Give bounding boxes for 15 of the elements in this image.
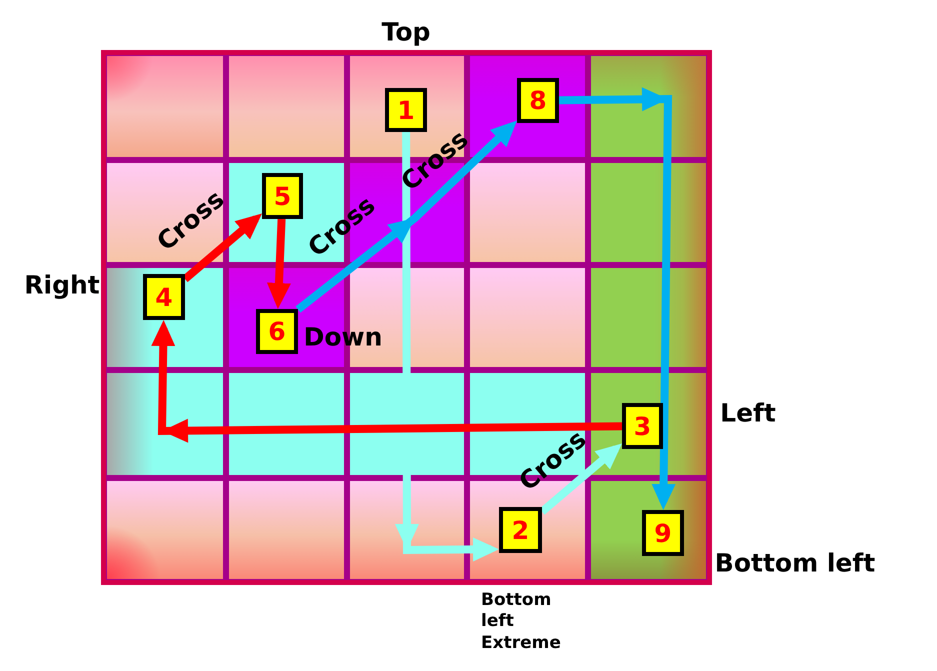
number-label: 4: [155, 284, 173, 310]
number-label: 2: [512, 518, 530, 542]
number-label: 1: [397, 98, 415, 122]
direction-label: Right: [24, 272, 100, 300]
number-label: 5: [274, 184, 292, 208]
direction-label: Bottom left Extreme: [481, 590, 562, 654]
direction-label: Left: [720, 400, 776, 428]
direction-label: Top: [382, 18, 430, 48]
number-label: 8: [529, 88, 547, 113]
number-label: 3: [634, 414, 652, 438]
number-tile: [517, 78, 559, 123]
number-label: 6: [268, 319, 286, 344]
number-label: 9: [654, 520, 672, 546]
direction-label: Bottom left: [714, 550, 876, 578]
number-tile: [262, 173, 303, 219]
